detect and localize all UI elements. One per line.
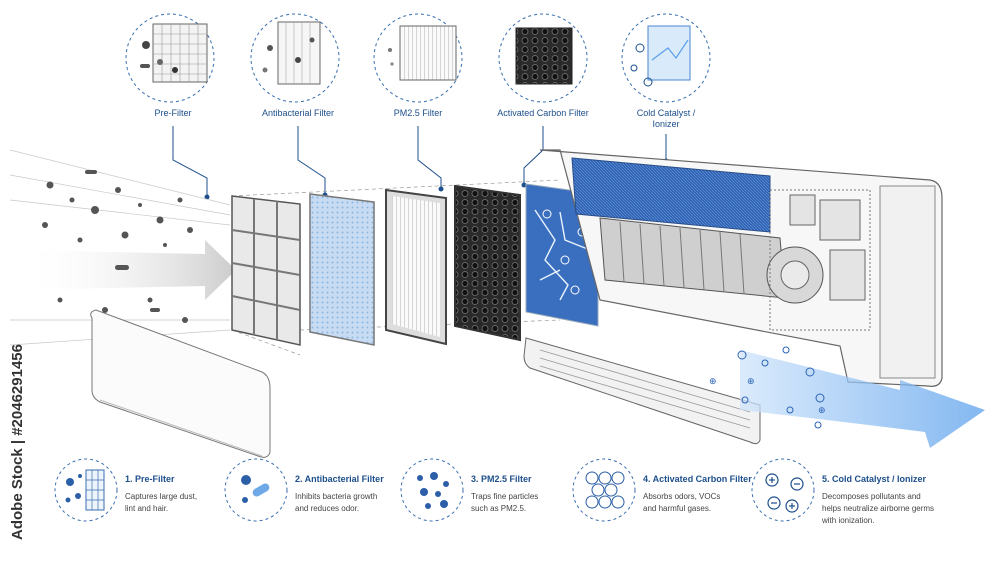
stock-watermark: Adobe Stock | #2046291456 bbox=[4, 312, 28, 542]
feature-icon-ionizer bbox=[751, 458, 815, 522]
feature-description: Absorbs odors, VOCs and harmful gases. bbox=[643, 491, 768, 515]
label-ionizer-line2: Ionizer bbox=[652, 119, 680, 129]
panel-carbon bbox=[454, 184, 521, 342]
top-icon-prefilter bbox=[125, 13, 215, 103]
panel-antibacterial bbox=[309, 193, 375, 346]
top-icon-antibacterial bbox=[250, 13, 340, 103]
svg-text:⊕: ⊕ bbox=[747, 377, 755, 387]
feature-desc-line: such as PM2.5. bbox=[471, 504, 527, 513]
feature-desc-line: Captures large dust, bbox=[125, 492, 198, 501]
feature-desc-line: Decomposes pollutants and bbox=[822, 492, 921, 501]
feature-title: 3. PM2.5 Filter bbox=[471, 474, 532, 484]
incoming-air bbox=[9, 149, 236, 346]
feature-desc-line: lint and hair. bbox=[125, 504, 169, 513]
feature-desc-line: Inhibits bacteria growth bbox=[295, 492, 378, 501]
ac-unit bbox=[539, 149, 943, 387]
label-ionizer: Cold Catalyst / Ionizer bbox=[611, 108, 721, 130]
feature-desc-line: and harmful gases. bbox=[643, 504, 712, 513]
feature-title: 4. Activated Carbon Filter bbox=[643, 474, 752, 484]
feature-prefilter: 1. Pre-Filter Captures large dust, lint … bbox=[55, 458, 245, 548]
feature-description: Inhibits bacteria growth and reduces odo… bbox=[295, 491, 420, 515]
feature-title: 1. Pre-Filter bbox=[125, 474, 175, 484]
feature-icon-antibacterial bbox=[224, 458, 288, 522]
feature-icon-carbon bbox=[572, 458, 636, 522]
feature-carbon: 4. Activated Carbon Filter Absorbs odors… bbox=[573, 458, 763, 548]
label-carbon: Activated Carbon Filter bbox=[497, 108, 589, 118]
clean-air-out: ⊕ ⊕ ⊕ bbox=[709, 346, 985, 448]
feature-desc-line: Absorbs odors, VOCs bbox=[643, 492, 721, 501]
feature-antibacterial: 2. Antibacterial Filter Inhibits bacteri… bbox=[225, 458, 415, 548]
front-panel bbox=[90, 309, 271, 458]
panel-pm25 bbox=[385, 188, 447, 346]
feature-title: 5. Cold Catalyst / Ionizer bbox=[822, 474, 927, 484]
panel-prefilter bbox=[231, 195, 301, 346]
feature-desc-line: helps neutralize airborne germs bbox=[822, 504, 935, 513]
top-icon-carbon bbox=[498, 13, 588, 103]
top-icon-ionizer bbox=[621, 13, 711, 103]
feature-ionizer: 5. Cold Catalyst / Ionizer Decomposes po… bbox=[752, 458, 992, 548]
feature-desc-line: Traps fine particles bbox=[471, 492, 539, 501]
louver bbox=[523, 337, 761, 445]
svg-text:⊕: ⊕ bbox=[818, 406, 826, 416]
watermark-text: Adobe Stock | #2046291456 bbox=[9, 344, 26, 540]
feature-description: Captures large dust, lint and hair. bbox=[125, 491, 250, 515]
feature-icon-prefilter bbox=[54, 458, 118, 522]
label-ionizer-line1: Cold Catalyst / bbox=[636, 108, 696, 118]
feature-desc-line: and reduces odor. bbox=[295, 504, 360, 513]
feature-description: Traps fine particles such as PM2.5. bbox=[471, 491, 596, 515]
svg-text:Adobe Stock | #2046291456: Adobe Stock | #2046291456 bbox=[9, 344, 26, 540]
leader-lines bbox=[172, 126, 667, 196]
feature-title: 2. Antibacterial Filter bbox=[295, 474, 384, 484]
feature-icon-pm25 bbox=[400, 458, 464, 522]
top-icon-pm25 bbox=[373, 13, 463, 103]
feature-desc-line: with ionization. bbox=[822, 516, 875, 525]
label-antibacterial: Antibacterial Filter bbox=[261, 108, 335, 118]
label-prefilter: Pre-Filter bbox=[154, 108, 192, 118]
feature-description: Decomposes pollutants and helps neutrali… bbox=[822, 491, 982, 527]
label-pm25: PM2.5 Filter bbox=[393, 108, 443, 118]
svg-text:⊕: ⊕ bbox=[709, 377, 717, 387]
feature-pm25: 3. PM2.5 Filter Traps fine particles suc… bbox=[401, 458, 591, 548]
